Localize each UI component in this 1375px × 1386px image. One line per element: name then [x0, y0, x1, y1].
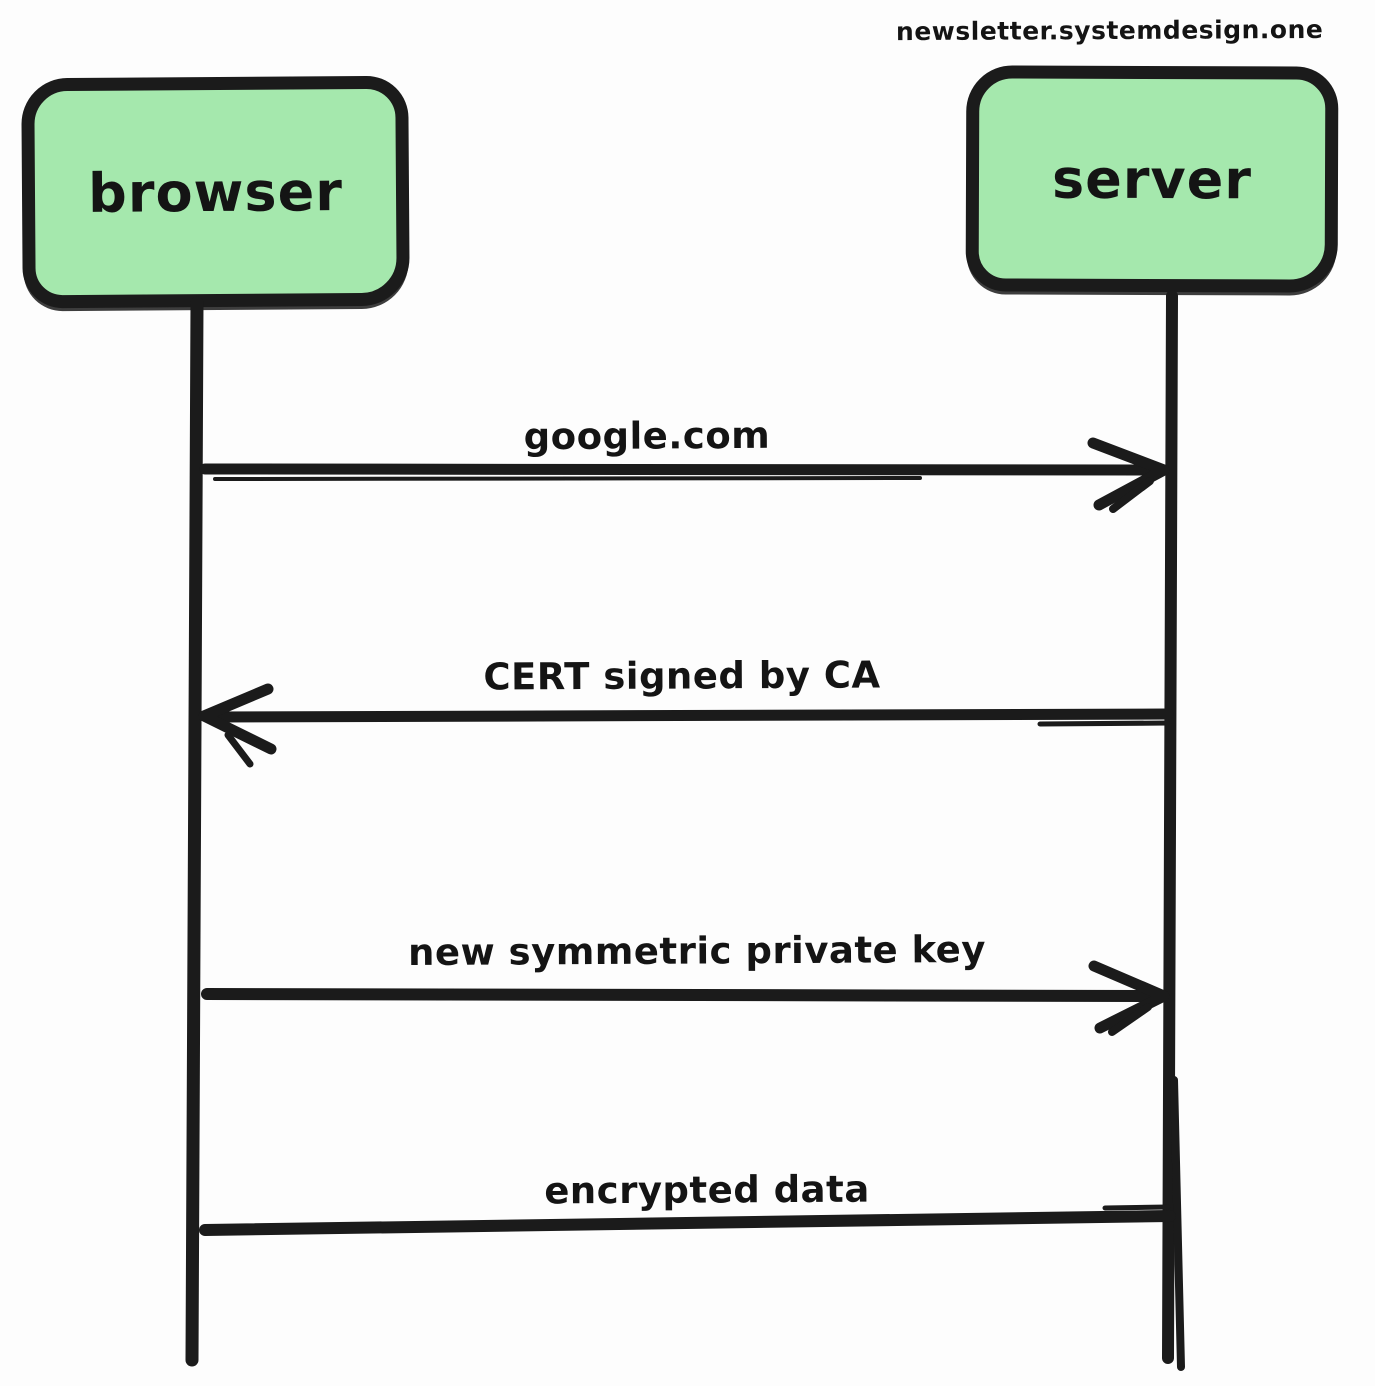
line-sketch-stroke — [1102, 1204, 1171, 1211]
message-arrow-google-com — [199, 437, 1170, 513]
arrow-shaft-sketch-stroke — [213, 476, 922, 481]
arrow-shaft — [206, 708, 1174, 723]
line-shaft — [199, 1210, 1176, 1236]
arrowhead-left-icon — [198, 683, 277, 755]
arrowhead-sketch-stroke — [224, 731, 254, 768]
arrowhead-right-icon — [1087, 437, 1170, 511]
lifeline-server — [1162, 290, 1178, 1364]
message-arrow-new-symmetric-private-key — [201, 960, 1170, 1036]
message-arrow-cert-signed-by-ca — [198, 683, 1174, 768]
message-label-encrypted-data: encrypted data — [544, 1167, 870, 1213]
message-label-new-symmetric-private-key: new symmetric private key — [408, 927, 986, 975]
message-line-encrypted-data — [199, 1204, 1176, 1236]
arrow-shaft-sketch-stroke — [1037, 720, 1171, 727]
message-label-cert-signed-by-ca: CERT signed by CA — [483, 653, 881, 699]
lifeline-server-second-stroke — [1170, 1076, 1185, 1371]
lifeline-browser — [185, 296, 204, 1367]
arrow-shaft — [199, 463, 1158, 476]
arrowhead-right-icon — [1088, 960, 1170, 1034]
message-label-google-com: google.com — [523, 413, 771, 459]
arrowhead-sketch-stroke — [1109, 477, 1154, 513]
arrow-shaft — [201, 988, 1158, 1002]
arrowhead-sketch-stroke — [1108, 1003, 1152, 1036]
